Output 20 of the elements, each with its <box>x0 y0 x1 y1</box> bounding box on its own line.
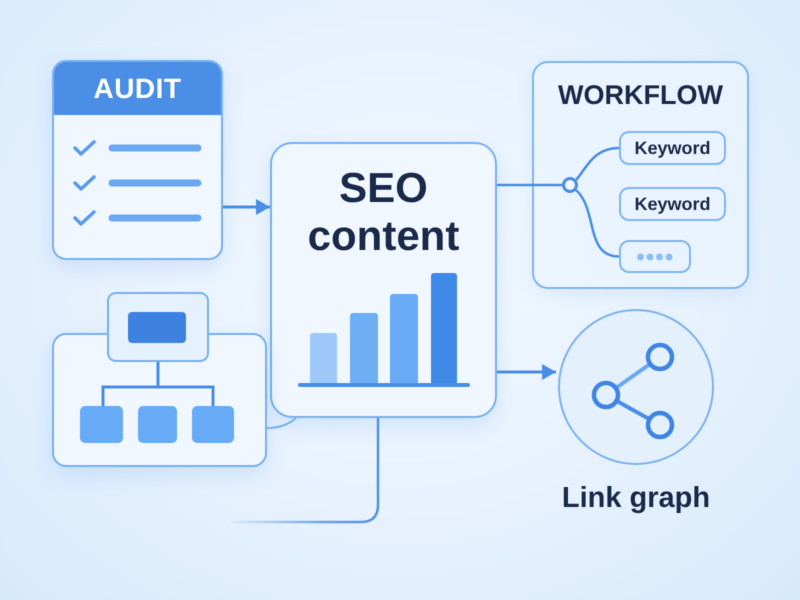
connector-line <box>266 417 297 429</box>
junction-node <box>562 177 578 193</box>
connector-line <box>497 184 562 186</box>
node-label: Link graph <box>560 481 712 515</box>
tag-label: Keyword <box>633 193 712 216</box>
panel-title: WORKFLOW <box>557 79 724 111</box>
connector-line <box>575 146 620 181</box>
content-card <box>270 142 497 418</box>
keyword-tag <box>619 187 726 221</box>
arrow <box>223 199 270 215</box>
connector-line <box>575 189 620 258</box>
arrow <box>497 364 556 380</box>
connector-line <box>230 418 380 524</box>
keyword-tag <box>619 131 726 165</box>
tag-label: Keyword <box>633 137 712 160</box>
ellipsis-tag <box>619 240 691 273</box>
card-title: AUDIT <box>54 62 221 115</box>
workflow-panel <box>532 61 749 289</box>
checklist-card <box>52 60 223 260</box>
card-title: SEO content <box>306 164 460 260</box>
